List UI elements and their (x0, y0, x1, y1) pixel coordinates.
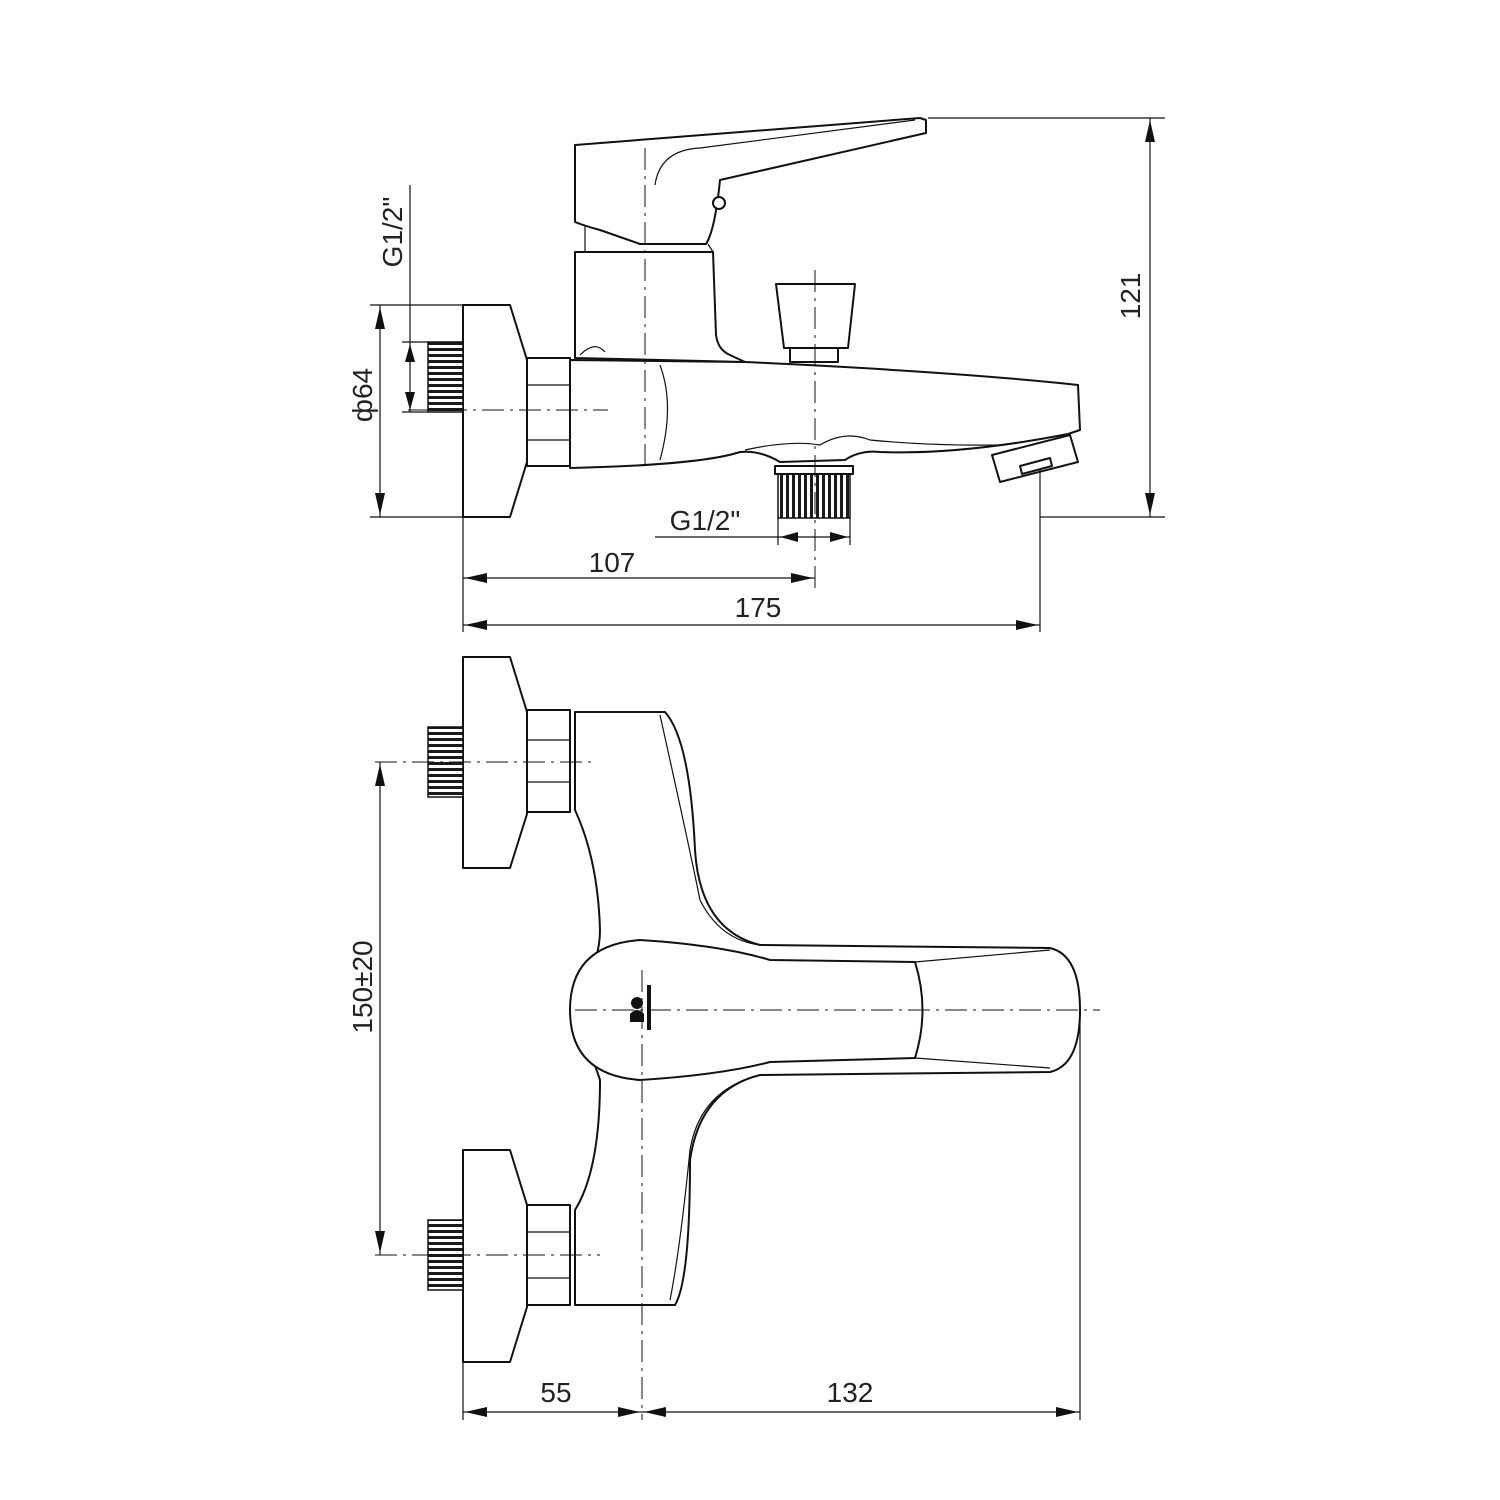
front-lower-flange (462, 1149, 528, 1363)
dim-spout-reach-label: 132 (827, 1377, 874, 1408)
side-aerator (991, 434, 1079, 483)
side-hex-nut (526, 357, 571, 467)
dim-flange-diameter-label: ф64 (347, 368, 378, 422)
front-upper-hex-nut (526, 709, 571, 813)
side-cartridge-column (574, 251, 746, 363)
dim-inlet-to-axis-label: 55 (540, 1377, 571, 1408)
side-view (370, 117, 1165, 632)
dim-height-label: 121 (1115, 273, 1146, 320)
side-inlet-thread (427, 341, 464, 413)
dim-outlet-thread-label: G1/2" (670, 505, 741, 536)
side-lever-handle (574, 117, 927, 245)
front-view (375, 656, 1100, 1420)
dim-inlet-spacing-label: 150±20 (347, 940, 378, 1033)
side-outlet-thread (777, 469, 851, 519)
side-lever-screw (712, 196, 726, 210)
dim-total-length-label: 175 (735, 592, 782, 623)
dim-inlet-thread-label: G1/2" (377, 197, 408, 268)
dim-outlet-offset-label: 107 (589, 547, 636, 578)
side-wall-flange (462, 304, 528, 518)
front-lower-hex-nut (526, 1204, 571, 1306)
brand-logo (630, 985, 651, 1030)
side-spout-body (569, 359, 1081, 469)
